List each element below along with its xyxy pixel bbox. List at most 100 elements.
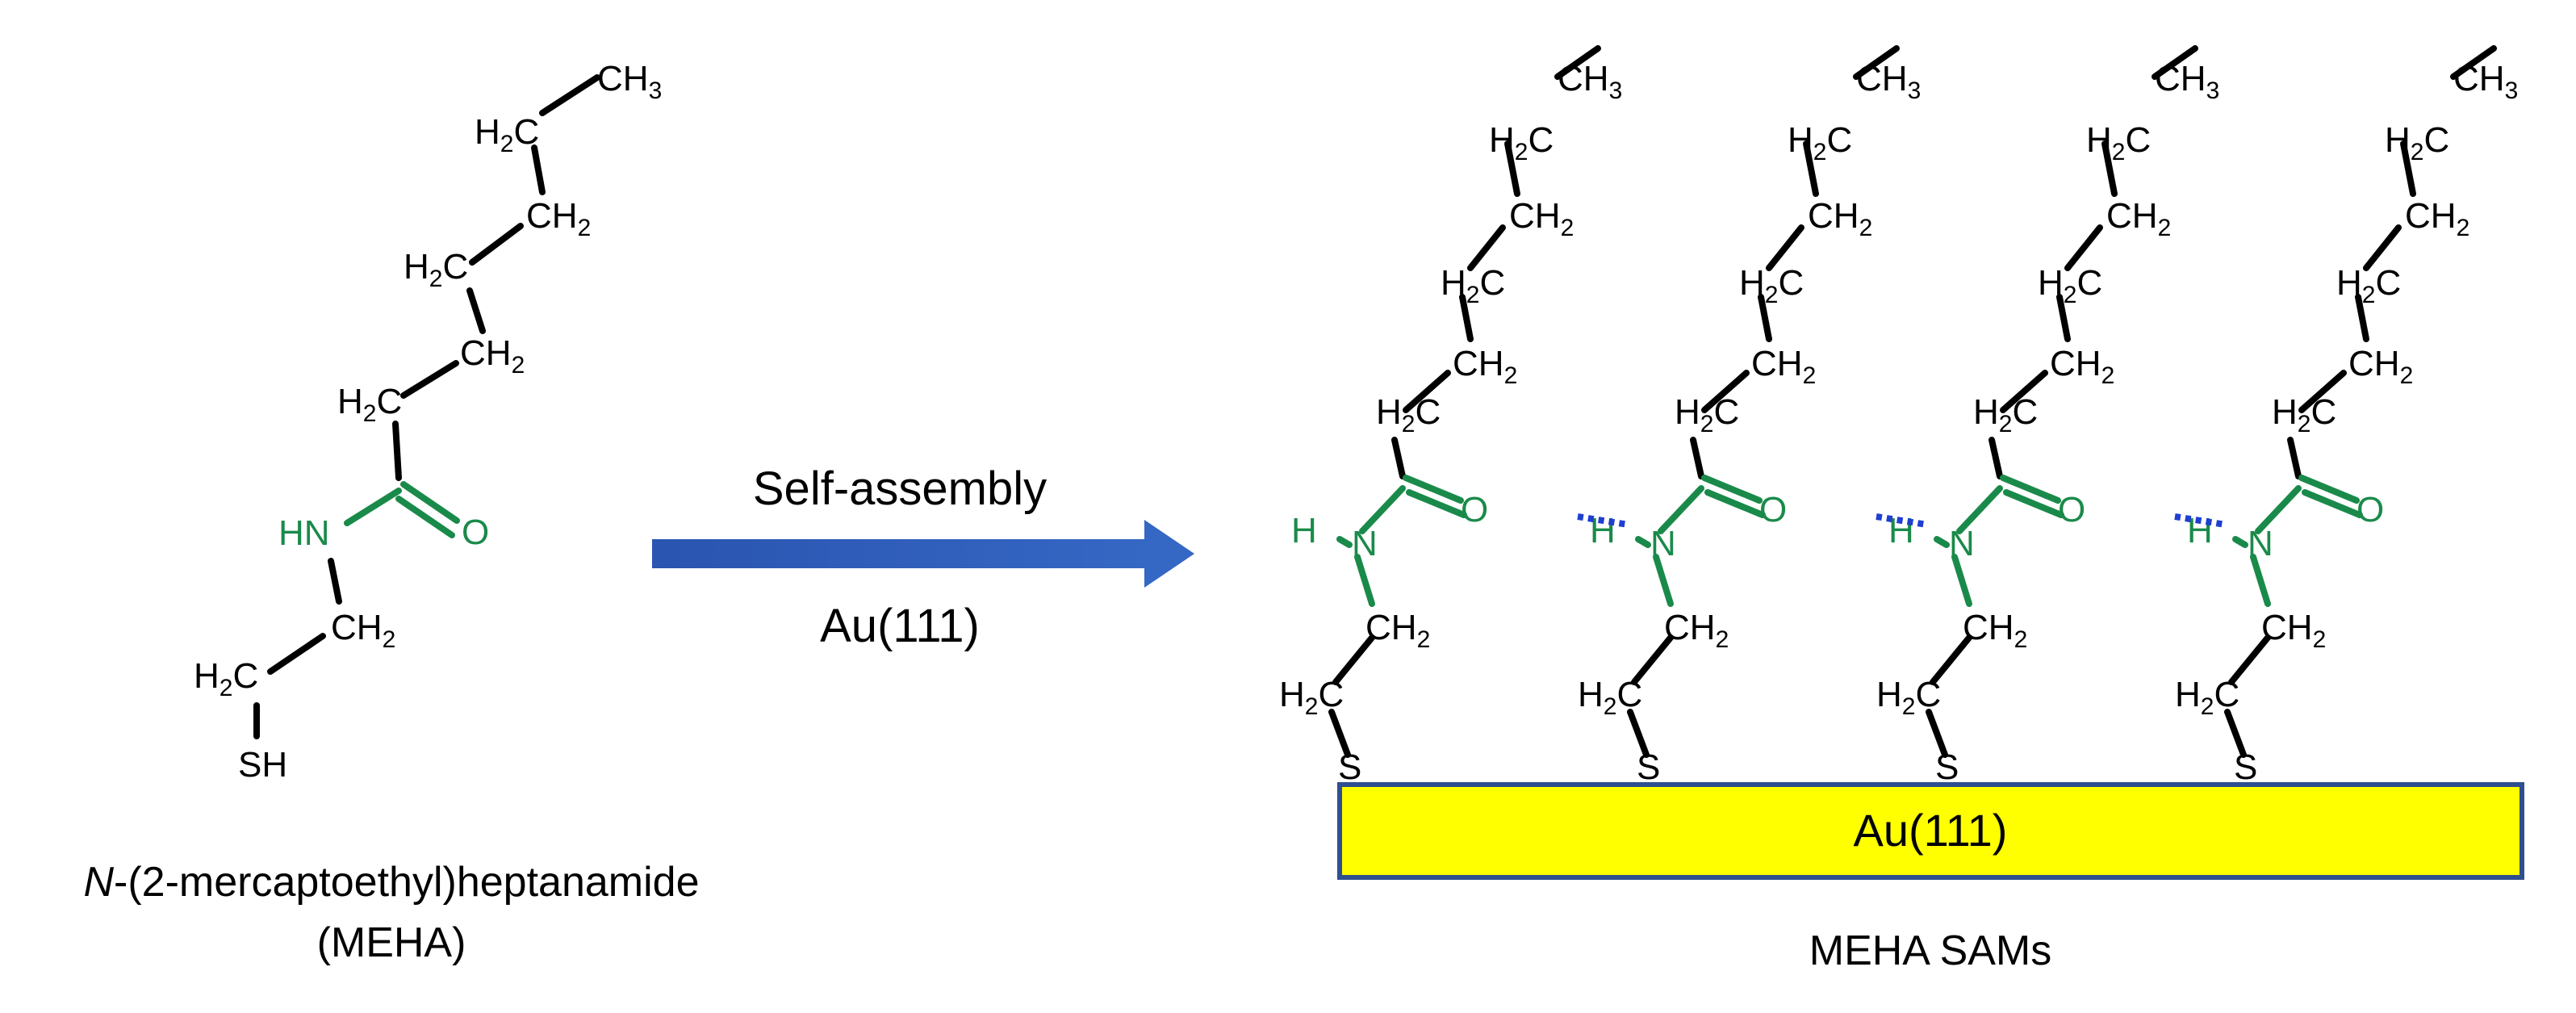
svg-text:CH2: CH2 [526,196,591,241]
bond-line [2287,437,2302,479]
h2c-label: H2C [1675,392,1739,437]
bond-line [1354,554,1375,607]
ch3-label: CH3 [2155,59,2219,104]
svg-text:H2C: H2C [475,112,539,157]
hydrogen-label: H [1291,511,1317,550]
svg-text:H2C: H2C [194,656,258,701]
ch2-label: CH2 [2106,196,2171,241]
bond-line [2003,489,2064,518]
h2c-label: H2C [1376,392,1441,437]
h2c-label: H2C [1578,675,1642,720]
ch2-label: CH [526,196,578,236]
bond-line [1391,437,1406,479]
bond-line [2064,224,2103,271]
svg-text:H2C: H2C [337,382,402,427]
bond-line [2363,224,2402,271]
bond-line [1554,45,1601,80]
sulfur-label: S [1637,747,1660,787]
bond-line [2224,709,2247,758]
ch2-label: CH2 [1808,196,1872,241]
self-assembly-arrow [652,520,1194,588]
h2c-label: H2C [2038,263,2102,308]
sam-caption: MEHA SAMs [1809,927,2052,974]
bond-line [1803,140,1819,197]
bond-line [1459,294,1474,342]
hydrogen-bond [1876,513,1928,528]
gold-substrate [1337,782,2524,880]
molecule-name: N-(2-mercaptoethyl)heptanamide [83,859,699,906]
bond-line [2298,475,2360,504]
bond-line [2000,370,2048,413]
bond-line [1627,709,1650,758]
bond-line [1635,536,1651,548]
bond-line [1631,634,1674,685]
svg-text:CH2: CH2 [460,333,525,379]
svg-text:H2C: H2C [404,247,468,292]
oxygen-label: O [2058,490,2085,530]
bond-line [1766,224,1804,271]
bond-line [2056,294,2071,342]
sulfur-label: S [1935,747,1959,787]
h2c-label: H2C [1739,263,1804,308]
ch2-label: CH2 [2261,608,2326,653]
svg-text:CH3: CH3 [597,59,662,104]
bond-line [1653,554,1674,607]
oxygen-label: O [1461,490,1488,530]
ch2-label: CH2 [1365,608,1430,653]
bond-line [2298,370,2347,413]
hn-label: HN [278,513,330,553]
h2c-label: H2C [1876,675,1941,720]
ch2-label: CH2 [1963,608,2027,653]
hydrogen-bond [2174,513,2227,528]
oxygen-label: O [1759,490,1787,530]
bond-line [1956,485,2003,534]
h2c-label: H2C [2272,392,2336,437]
molecule-abbreviation: (MEHA) [317,919,466,966]
h2c-label: H2C [1788,120,1852,165]
bond-line [1403,475,1464,504]
sulfur-label: S [2234,747,2257,787]
nitrogen-label: N [1352,524,1378,563]
nitrogen-label: N [1650,524,1676,563]
bond-line [1926,709,1948,758]
bond-line [1658,485,1704,534]
bond-line [2255,485,2302,534]
bond-line [2400,140,2416,197]
ch2-label: CH2 [2348,344,2413,389]
bond-line [2355,294,2369,342]
oxygen-label: O [462,513,489,552]
ch2-label: CH2 [1751,344,1816,389]
bond-line [2250,554,2271,607]
sh-label: SH [238,745,287,785]
bond-line [1701,370,1750,413]
h2c-label: H2C [1441,263,1505,308]
h2c-label: H [475,112,500,152]
hydrogen-bonds [1577,513,2227,528]
bond-line [1467,224,1506,271]
h2c-label: H2C [1279,675,1344,720]
ch2-label: CH2 [1509,196,1574,241]
ch2-label: CH2 [2405,196,2469,241]
bond-line [2000,475,2061,504]
bond-line [1934,536,1950,548]
sam-molecules: CH3H2CCH2H2CCH2H2CONHCH2H2CSCH3H2CCH2H2C… [1279,45,2518,787]
ch3-label: CH3 [2453,59,2518,104]
hydrogen-bond [1577,513,1629,528]
h2c-label: H2C [2385,120,2449,165]
bond-line [1988,437,2003,479]
substrate-label: Au(111) [1854,805,2008,856]
nitrogen-label: N [1949,524,1975,563]
svg-text:CH2: CH2 [331,608,395,653]
meha-molecule-structure: CH3 H2C CH2 H2C CH2 H2C HN O CH2 H2C SH [194,59,662,785]
bond-line [2228,634,2271,685]
bond-line [1930,634,1972,685]
bond-line [1704,489,1766,518]
ch3-label: CH3 [1856,59,1921,104]
ch3-label: CH [597,59,649,98]
bond-line [1336,536,1353,548]
bond-line [2450,45,2497,80]
ch3-label: CH3 [1558,59,1622,104]
